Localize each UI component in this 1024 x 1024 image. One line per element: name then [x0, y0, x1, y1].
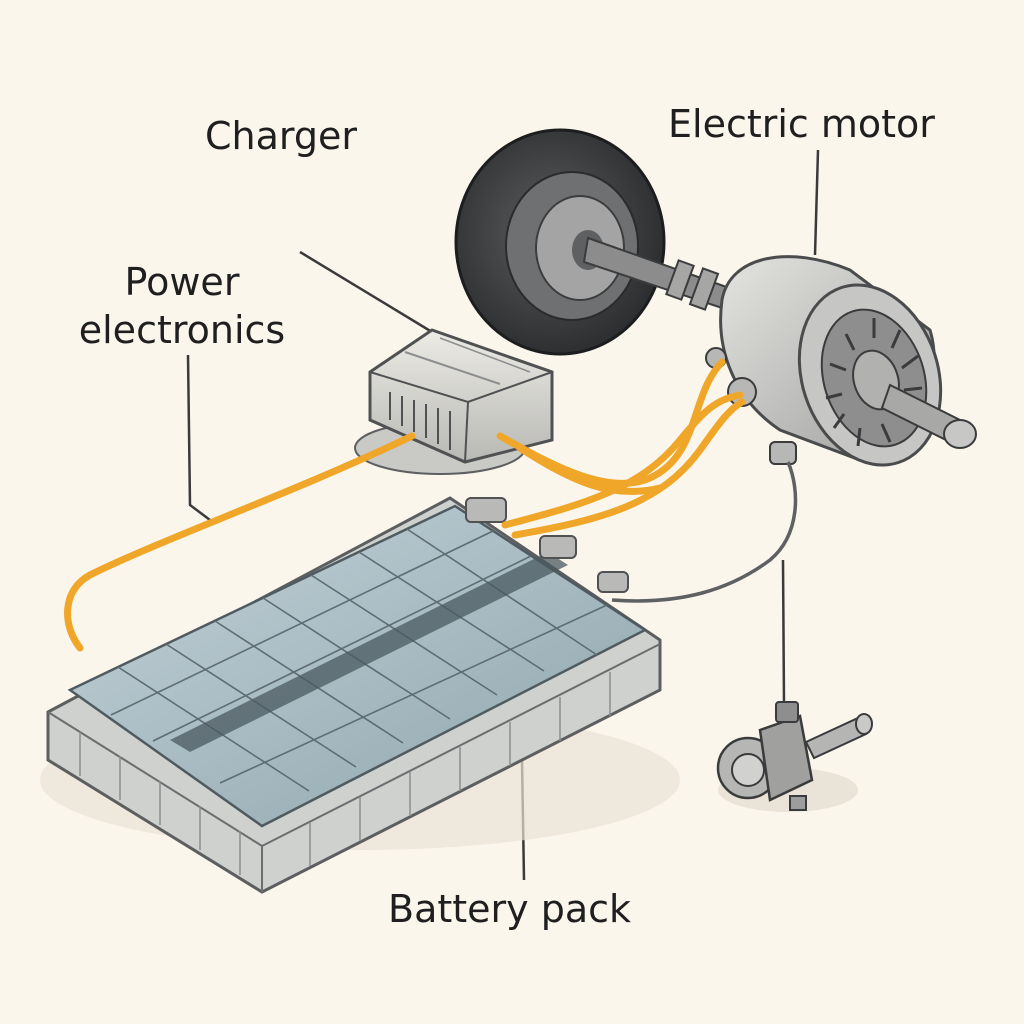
cable-battery-to-motor-a [501, 391, 744, 529]
cable-charger-to-battery [64, 432, 416, 652]
hv-cables [64, 358, 746, 652]
battery-pack [46, 496, 662, 894]
cable-charger-to-motor-b [516, 444, 664, 495]
signal-cable [611, 461, 798, 603]
wheel [454, 128, 666, 356]
power-electronics-label: Power electronics [78, 260, 286, 352]
auxiliary-motor [716, 701, 873, 812]
charger-label: Charger [205, 114, 357, 158]
small-motor-leader-line [781, 559, 786, 706]
motor-leader-line [813, 149, 820, 256]
electric-motor-label: Electric motor [668, 102, 935, 146]
power-electronics-leader-line [186, 354, 211, 521]
electric-motor [705, 255, 977, 467]
cable-battery-to-motor-b [511, 398, 746, 539]
charger-leader-line [299, 250, 433, 334]
battery-pack-label: Battery pack [388, 887, 632, 931]
